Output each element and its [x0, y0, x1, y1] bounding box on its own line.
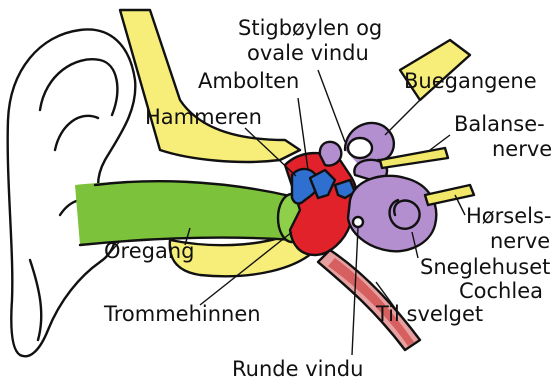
label-balansenerve-line2: nerve	[492, 137, 552, 161]
eustachian-tube	[318, 250, 420, 350]
label-runde-vindu: Runde vindu	[232, 357, 363, 381]
ear-canal	[75, 181, 306, 245]
label-trommehinnen: Trommehinnen	[103, 302, 261, 326]
label-stigboylen-line1: Stigbøylen og	[238, 16, 382, 40]
label-til-svelget: Til svelget	[375, 302, 483, 326]
label-horselsnerve-line1: Hørsels-	[466, 204, 552, 228]
label-horselsnerve-line2: nerve	[490, 229, 550, 253]
label-stigboylen-line2: ovale vindu	[247, 41, 369, 65]
label-hammeren: Hammeren	[145, 105, 262, 129]
label-oregang: Øregang	[104, 239, 194, 263]
label-buegangene: Buegangene	[404, 69, 537, 93]
label-sneglehuset-line2: Cochlea	[459, 279, 543, 303]
label-ambolten: Ambolten	[198, 69, 299, 93]
label-balansenerve-line1: Balanse-	[454, 112, 545, 136]
label-sneglehuset-line1: Sneglehuset	[420, 255, 550, 279]
